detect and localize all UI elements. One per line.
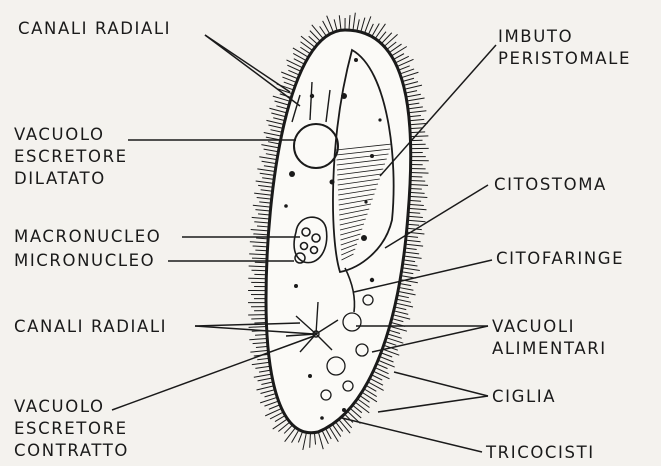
label-citostoma: CITOSTOMA [494,174,607,196]
label-vacuolo-escretore-dilatato: VACUOLO ESCRETORE DILATATO [14,124,128,190]
label-micronucleo: MICRONUCLEO [14,250,155,272]
label-ciglia: CIGLIA [492,386,556,408]
label-vacuoli-alimentari: VACUOLI ALIMENTARI [492,316,607,360]
label-citofaringe: CITOFARINGE [496,248,624,270]
label-canali-radiali-bottom: CANALI RADIALI [14,316,167,338]
label-canali-radiali-top: CANALI RADIALI [18,18,171,40]
label-vacuolo-escretore-contratto: VACUOLO ESCRETORE CONTRATTO [14,396,129,462]
label-imbuto-peristomale: IMBUTO PERISTOMALE [498,26,631,70]
label-macronucleo: MACRONUCLEO [14,226,161,248]
label-tricocisti: TRICOCISTI [486,442,595,464]
